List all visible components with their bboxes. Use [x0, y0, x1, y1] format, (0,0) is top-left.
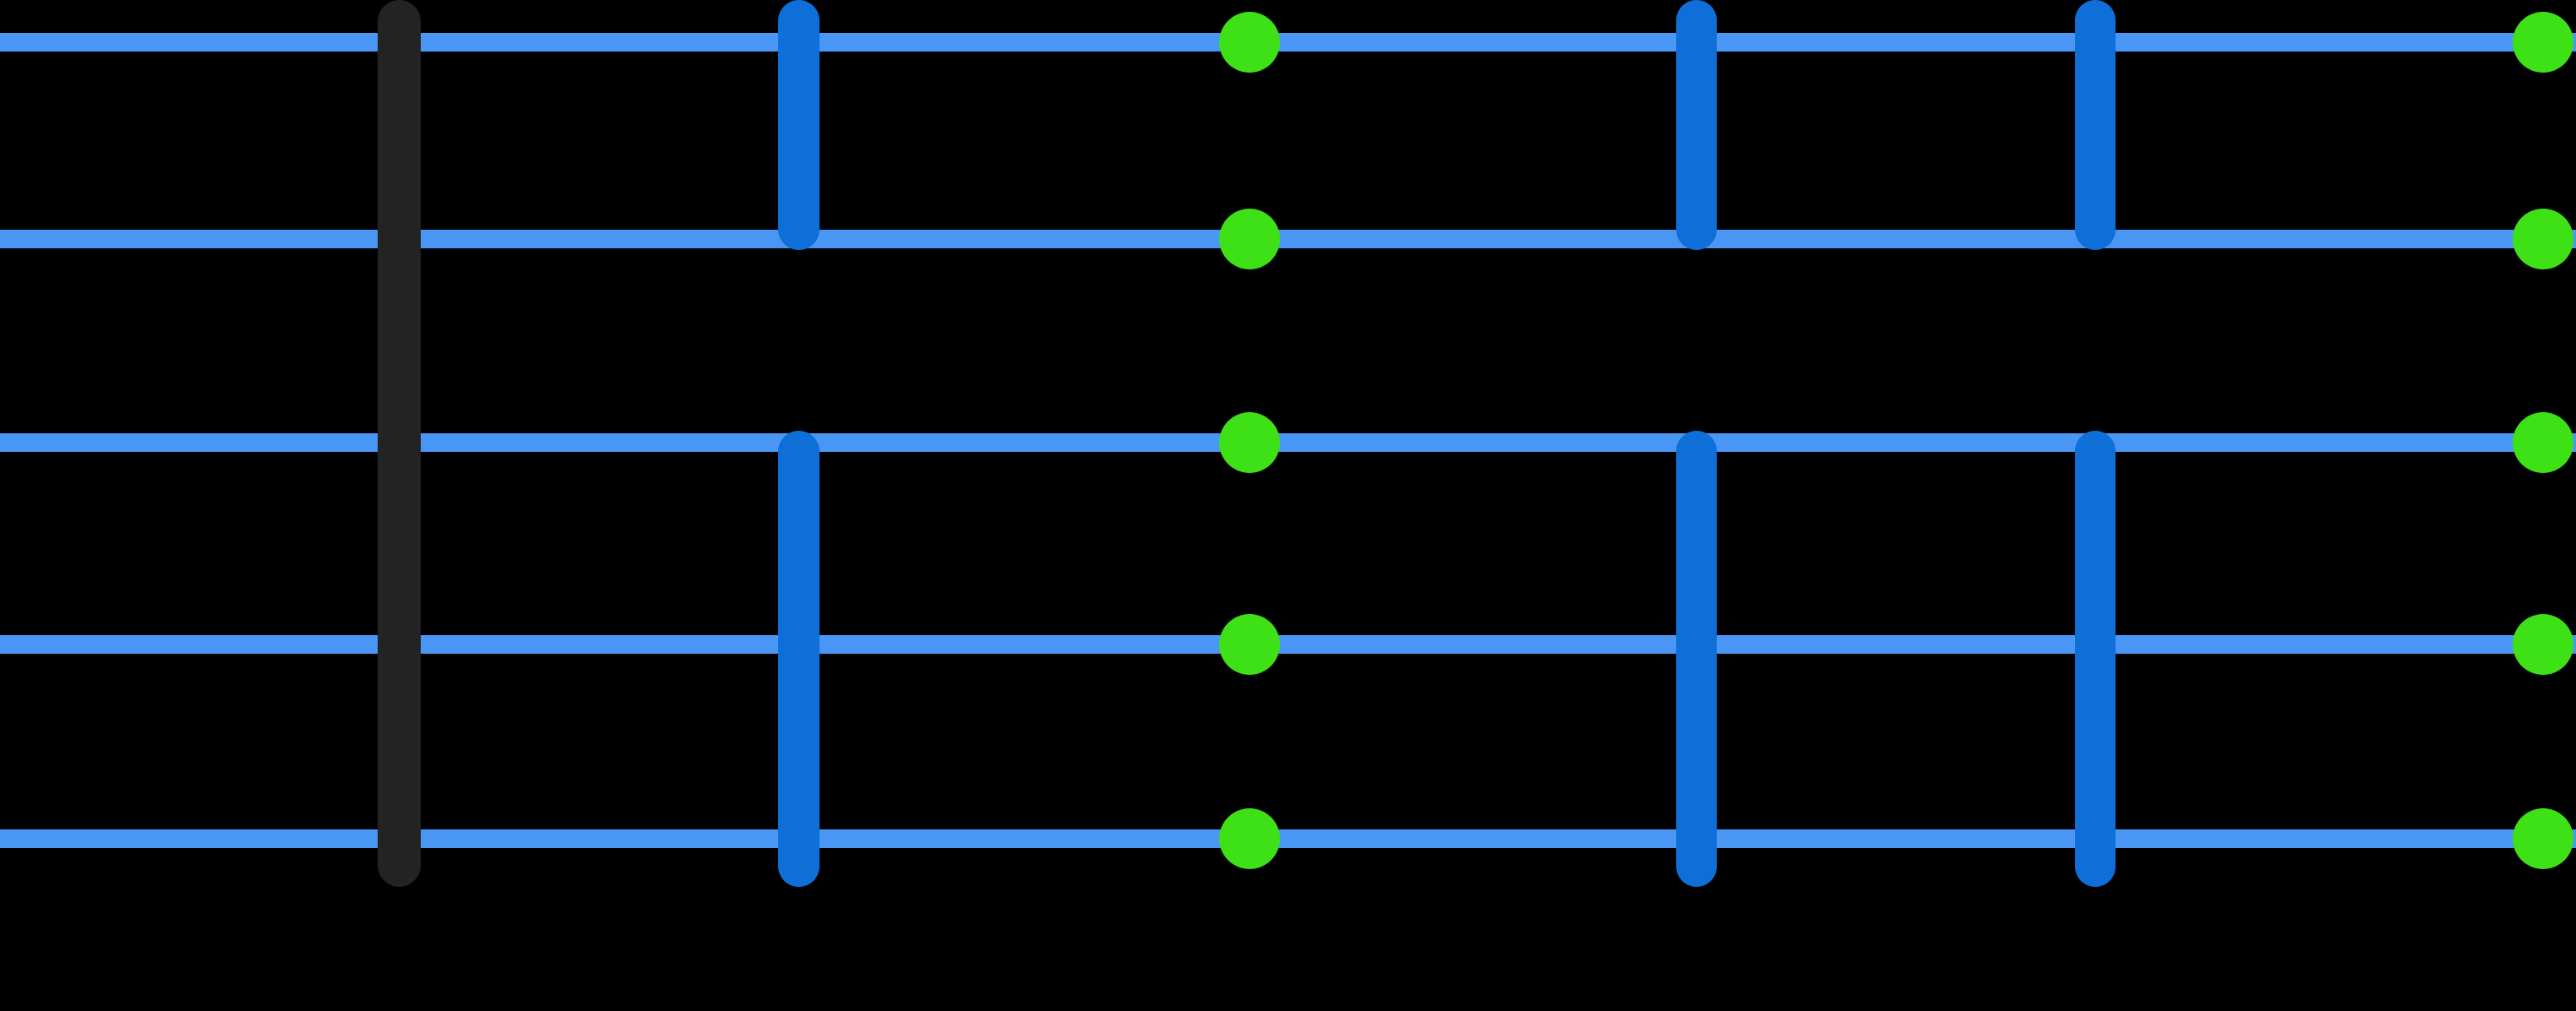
- marker-col3-upper[interactable]: [2075, 0, 2116, 250]
- marker-col2-upper[interactable]: [1676, 0, 1717, 250]
- marker-col1-lower[interactable]: [778, 431, 820, 887]
- marker-col1-upper[interactable]: [778, 0, 820, 250]
- dot-mid-3[interactable]: [1219, 412, 1280, 473]
- dot-mid-2[interactable]: [1219, 209, 1280, 269]
- dot-right-5[interactable]: [2513, 808, 2573, 869]
- dot-right-1[interactable]: [2513, 12, 2573, 73]
- marker-col2-lower[interactable]: [1676, 431, 1717, 887]
- dot-mid-5[interactable]: [1219, 808, 1280, 869]
- dot-right-4[interactable]: [2513, 614, 2573, 675]
- dot-right-2[interactable]: [2513, 209, 2573, 269]
- dot-mid-1[interactable]: [1219, 12, 1280, 73]
- nut: [378, 0, 421, 887]
- dot-mid-4[interactable]: [1219, 614, 1280, 675]
- string-2: [0, 230, 2576, 248]
- dot-right-3[interactable]: [2513, 412, 2573, 473]
- string-4: [0, 635, 2576, 654]
- string-1: [0, 33, 2576, 52]
- marker-col3-lower[interactable]: [2075, 431, 2116, 887]
- string-3: [0, 433, 2576, 452]
- string-5: [0, 829, 2576, 848]
